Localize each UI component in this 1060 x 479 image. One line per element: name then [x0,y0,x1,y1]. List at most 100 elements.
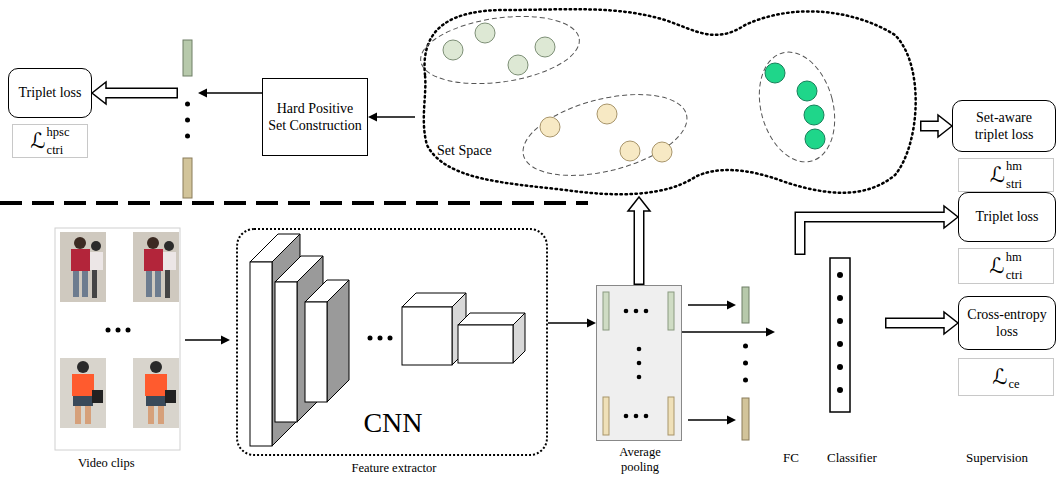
connector [628,197,650,285]
neuron-dot [837,318,843,324]
pooled-vectors [743,361,748,366]
set-cluster [416,7,583,93]
clip-image [60,358,106,428]
clip-image [158,406,164,424]
set-member [535,37,555,57]
arrowhead [368,113,377,122]
feature-bar [668,292,674,330]
clip-image [77,361,89,373]
input-arrow [185,336,230,345]
loss-box: Triplet loss [8,68,92,118]
region-label: Feature extractor [238,461,550,476]
clip-image [146,271,152,297]
neuron-dot [837,341,843,347]
caption-label: Supervision [966,450,1028,466]
set-space-outline [424,9,916,194]
ellipsis-dot [644,309,649,314]
pooled-vectors [742,398,749,440]
cnn-layers [368,336,373,341]
region-label: Classifier [827,450,889,465]
feature-bars [183,158,192,198]
set-cluster [515,80,695,191]
math-symbol: ℒ [992,367,1007,388]
connector-fill [887,319,947,327]
cnn-layers [250,234,525,446]
clip-image [146,396,166,406]
connector-fill [922,122,941,130]
arrowhead [766,328,775,337]
subscript: ce [1009,378,1020,391]
cnn-layers [275,282,297,422]
connector [920,115,952,137]
set-member [475,23,495,43]
set-member [804,105,824,125]
clip-image [147,237,159,249]
feature-bars [185,134,190,139]
caption-label: FC [783,450,799,466]
clip-image [60,358,106,428]
pooled-vectors [727,416,736,425]
clip-image [73,396,93,406]
feature-bar [668,397,674,435]
clip-image [148,406,154,424]
set-member [652,142,672,162]
clip-image [72,374,94,396]
clip-image [71,249,90,271]
ellipsis-dot [637,347,642,352]
divider-line [0,201,588,205]
loss-symbol: ℒhmctri [958,248,1054,284]
loss-box: Set-aware triplet loss [952,100,1056,152]
neuron-dot [837,387,843,393]
neuron-dot [837,295,843,301]
clip-image [85,406,91,424]
classifier-column [775,255,885,470]
box-label: Triplet loss [976,208,1039,225]
cnn-layers [378,336,383,341]
set-member [765,63,785,83]
arrowhead [628,197,650,211]
box-label: Triplet loss [19,84,82,101]
clip-image [165,390,176,403]
clip-image [145,374,167,396]
input-arrow [185,339,222,341]
script-column: hpscctri [47,126,70,156]
set-member [597,104,617,124]
ellipsis-dot [624,309,629,314]
set-member [508,55,528,75]
clip-image [92,390,103,403]
superscript: hm [1006,251,1023,264]
clip-image [75,406,81,424]
connector-outline [800,217,944,255]
feature-extractor: CNNFeature extractor [236,228,548,456]
superscript: hpsc [47,126,70,139]
clip-image [90,252,103,270]
cnn-layers [305,302,327,402]
clip-image [73,271,79,297]
clip-image [163,252,176,270]
classifier-column [830,258,850,412]
loss-box: Triplet loss [958,192,1056,242]
clip-image [92,270,97,298]
process-box: Hard Positive Set Construction [262,78,368,156]
cnn-layers [402,307,452,365]
pooled-vectors [742,287,749,323]
script-column: ce [1009,364,1020,391]
math-symbol: ℒ [30,131,45,152]
pooled-vectors [688,304,728,306]
set-cluster [748,44,847,171]
feature-bar [603,397,609,435]
classifier: Classifier [775,255,885,470]
set-member [540,117,560,137]
set-space-outline [415,5,920,197]
loss-symbol: ℒhmstri [958,158,1054,192]
ellipsis-dot [624,414,629,419]
arrowhead [938,115,952,137]
connector [548,319,596,328]
clip-image [133,358,179,428]
clip-image [60,232,106,302]
connector-line [682,331,767,333]
feature-bar [603,292,609,330]
connector [800,206,958,255]
